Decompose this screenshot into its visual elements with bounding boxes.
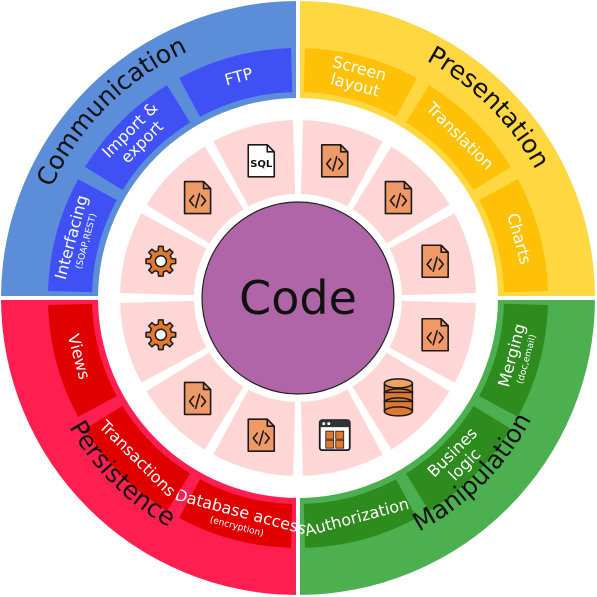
segment-persistence-2 <box>48 303 117 417</box>
segment-communication-2 <box>179 48 293 117</box>
code-file-icon <box>320 144 349 178</box>
segment-communication-0 <box>48 179 117 293</box>
gear-icon <box>145 245 177 277</box>
segment-persistence-0 <box>179 479 293 548</box>
segment-manipulation-1 <box>405 405 511 511</box>
center-label: Code <box>239 271 357 325</box>
tile-8 <box>120 300 207 383</box>
sql-file-icon: SQL <box>247 144 276 178</box>
center-circle <box>201 201 395 395</box>
database-icon <box>383 378 414 417</box>
tile-3 <box>389 300 476 383</box>
segment-presentation-2 <box>479 179 548 293</box>
code-file-icon <box>384 180 413 215</box>
tile-11: SQL <box>213 120 296 207</box>
tile-0 <box>300 120 383 207</box>
segment-presentation-0 <box>303 48 417 117</box>
tile-10 <box>146 146 244 244</box>
window-grid-icon <box>318 419 351 452</box>
segment-persistence-1 <box>85 405 191 511</box>
tile-9 <box>120 213 207 296</box>
code-file-icon <box>421 317 449 352</box>
tile-5 <box>300 389 383 476</box>
code-file-icon <box>183 180 212 215</box>
tile-1 <box>352 146 450 244</box>
tile-4 <box>352 352 450 450</box>
segment-manipulation-0 <box>479 303 548 417</box>
segment-presentation-1 <box>405 85 511 191</box>
code-file-icon <box>421 244 449 279</box>
tile-2 <box>389 213 476 296</box>
tile-6 <box>213 389 296 476</box>
code-file-icon <box>247 418 276 452</box>
tile-7 <box>146 352 244 450</box>
gear-icon <box>145 319 177 351</box>
svg-text:SQL: SQL <box>250 159 273 170</box>
segment-communication-1 <box>85 85 191 191</box>
code-file-icon <box>183 381 212 416</box>
segment-manipulation-2 <box>303 479 417 548</box>
